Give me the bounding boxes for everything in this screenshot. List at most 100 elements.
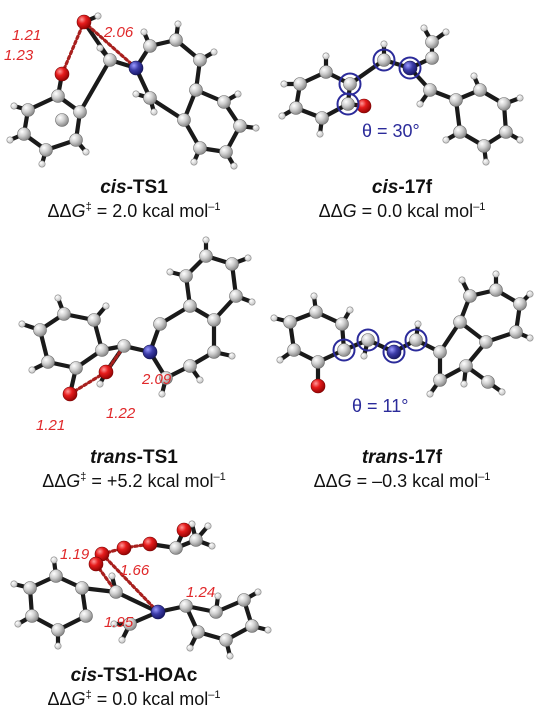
carbon-atom <box>21 103 35 117</box>
hydrogen-atom <box>82 148 90 156</box>
carbon-atom <box>25 609 39 623</box>
carbon-atom <box>169 33 183 47</box>
carbon-atom <box>319 65 333 79</box>
hydrogen-atom <box>442 28 450 36</box>
carbon-atom <box>477 139 491 153</box>
hydrogen-atom <box>346 306 354 314</box>
structure-name: cis-TS1-HOAc <box>70 665 198 686</box>
carbon-atom <box>193 141 207 155</box>
caption-cis-ts1-hoac: cis-TS1-HOAc ΔΔG‡ = 0.0 kcal mol–1 <box>0 665 268 711</box>
carbon-atom <box>189 83 203 97</box>
carbon-atom <box>377 53 391 67</box>
hydrogen-atom <box>150 108 158 116</box>
carbon-atom <box>23 581 37 595</box>
nitrogen-atom <box>386 344 402 360</box>
carbon-atom <box>69 133 83 147</box>
dihedral-atom-marker <box>398 56 422 80</box>
hydrogen-atom <box>458 276 466 284</box>
carbon-atom <box>453 315 467 329</box>
carbon-atom <box>189 533 203 547</box>
carbon-atom <box>293 77 307 91</box>
carbon-atom <box>73 105 87 119</box>
carbon-atom <box>207 345 221 359</box>
hydrogen-atom <box>526 334 534 342</box>
carbon-atom <box>287 343 301 357</box>
distance-label: 2.09 <box>141 371 172 388</box>
hydrogen-atom <box>214 592 222 600</box>
hydrogen-atom <box>426 390 434 398</box>
carbon-atom <box>499 125 513 139</box>
dihedral-atom-marker <box>382 340 406 364</box>
carbon-atom <box>51 623 65 637</box>
distance-label: 1.66 <box>120 562 150 579</box>
carbon-atom <box>55 113 69 127</box>
hydrogen-atom <box>442 136 450 144</box>
carbon-atom <box>283 315 297 329</box>
carbon-atom <box>179 269 193 283</box>
carbon-atom <box>207 313 221 327</box>
carbon-atom <box>183 299 197 313</box>
carbon-atom <box>109 585 123 599</box>
carbon-atom <box>479 335 493 349</box>
forming-bond <box>82 20 138 70</box>
hydrogen-atom <box>316 130 324 138</box>
hydrogen-atom <box>132 90 140 98</box>
molecule-trans-17f <box>270 270 534 398</box>
carbon-atom <box>509 325 523 339</box>
hydrogen-atom <box>280 80 288 88</box>
bond <box>113 589 161 615</box>
hydrogen-atom <box>96 44 104 52</box>
hydrogen-atom <box>322 52 330 60</box>
hydrogen-atom <box>460 380 468 388</box>
hydrogen-atom <box>470 72 478 80</box>
carbon-atom <box>225 257 239 271</box>
hydrogen-atom <box>414 320 422 328</box>
carbon-atom <box>343 77 357 91</box>
molecule-cis-ts1-hoac <box>10 520 272 660</box>
hydrogen-atom <box>248 298 256 306</box>
carbon-atom <box>361 333 375 347</box>
energy-value: ΔΔG‡ = 2.0 kcal mol–1 <box>47 201 221 221</box>
carbon-atom <box>335 317 349 331</box>
carbon-atom <box>423 83 437 97</box>
carbon-atom <box>489 283 503 297</box>
hydrogen-atom <box>108 572 116 580</box>
carbon-atom <box>191 625 205 639</box>
hydrogen-atom <box>516 136 524 144</box>
carbon-atom <box>289 101 303 115</box>
caption-trans-ts1: trans-TS1 ΔΔG‡ = +5.2 kcal mol–1 <box>0 447 268 493</box>
carbon-atom <box>233 119 247 133</box>
bond <box>347 57 387 87</box>
carbon-atom <box>459 359 473 373</box>
carbon-atom <box>229 289 243 303</box>
carbon-atom <box>199 249 213 263</box>
distance-label: 1.21 <box>36 417 65 434</box>
hydrogen-atom <box>380 40 388 48</box>
hydrogen-atom <box>110 620 118 628</box>
distance-label: 1.24 <box>186 584 215 601</box>
carbon-atom <box>449 93 463 107</box>
forming-bond <box>100 552 160 614</box>
carbon-atom <box>69 361 83 375</box>
carbon-atom <box>117 339 131 353</box>
molecule-cis-ts1 <box>6 12 260 170</box>
carbon-atom <box>179 599 193 613</box>
carbon-atom <box>75 581 89 595</box>
hydrogen-atom <box>230 162 238 170</box>
caption-trans-17f: trans-17f ΔΔG = –0.3 kcal mol–1 <box>268 447 536 493</box>
carbon-atom <box>473 83 487 97</box>
carbon-atom <box>33 323 47 337</box>
carbon-atom <box>309 305 323 319</box>
carbon-atom <box>95 343 109 357</box>
carbon-atom <box>245 619 259 633</box>
oxygen-atom <box>116 540 132 556</box>
structure-name: trans-TS1 <box>90 447 178 468</box>
carbon-atom <box>425 51 439 65</box>
hydrogen-atom <box>498 388 506 396</box>
carbon-atom <box>341 97 355 111</box>
nitrogen-atom <box>142 344 158 360</box>
carbon-atom <box>143 39 157 53</box>
energy-value: ΔΔG‡ = +5.2 kcal mol–1 <box>42 471 226 491</box>
hydrogen-atom <box>196 376 204 384</box>
